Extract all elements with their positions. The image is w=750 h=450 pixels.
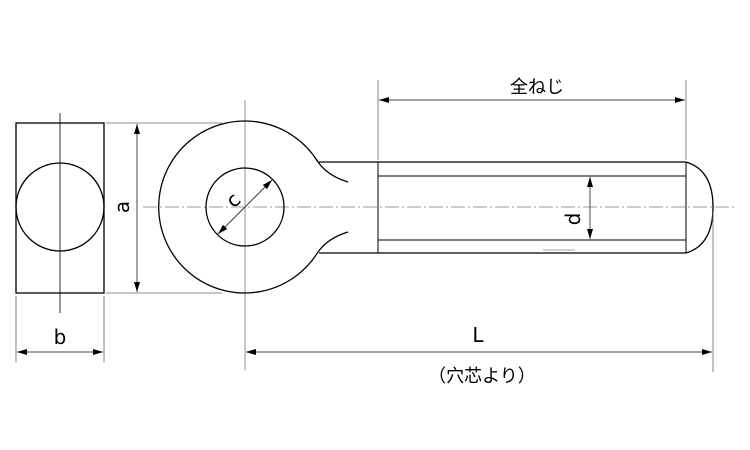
centerlines [143,100,735,370]
label-L-note: （穴芯より） [428,366,536,387]
label-d: d [561,213,585,226]
eye-outer [158,120,319,294]
label-L: L [472,323,484,347]
neck-top-curve [317,161,349,183]
label-c: c [221,188,246,213]
label-b: b [54,325,67,349]
label-thread: 全ねじ [510,77,564,98]
extension-lines [15,80,714,372]
dimension-lines [17,97,712,355]
side-view [15,113,105,313]
label-a: a [110,201,134,213]
eye-hole [205,167,285,247]
neck-bottom-curve [317,231,349,253]
rounded-end [685,161,714,254]
eye-bolt [158,120,714,294]
dim-c [217,179,273,235]
